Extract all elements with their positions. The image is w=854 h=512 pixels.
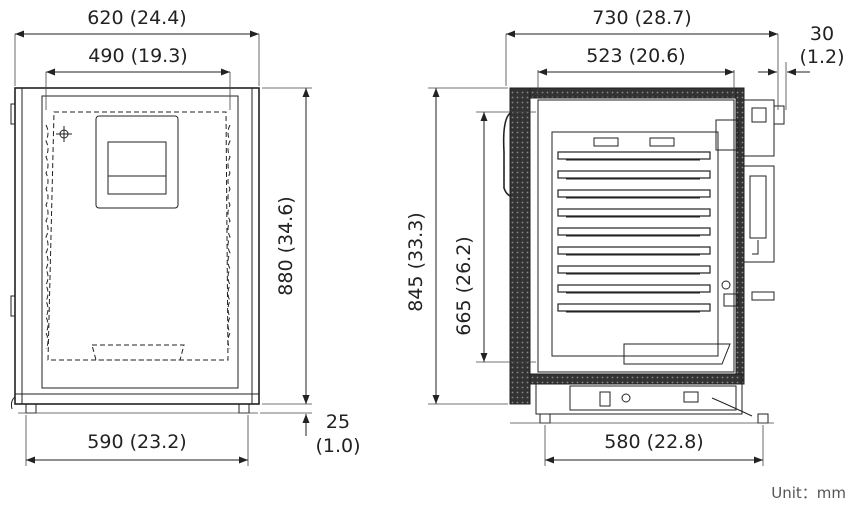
rear-duct [743,165,775,263]
inner-chamber-outline [47,111,229,361]
side-door-hatched [509,87,531,405]
dim-foot-height-mm: 25 [326,411,350,433]
dim-side-handle-in: (1.2) [799,46,844,68]
dim-front-inner-width: 490 (19.3) [88,45,187,67]
side-foot-rear [757,413,769,424]
dim-front-width: 620 (24.4) [87,7,186,29]
front-foot-right [238,403,250,414]
dim-side-base-depth: 580 (22.8) [604,431,703,453]
unit-label: Unit：mm [771,484,846,502]
front-cabinet-outline [14,87,260,405]
door-handle [502,111,513,197]
dim-foot-height-in: (1.0) [315,435,360,457]
dim-side-body-height: 845 (33.3) [405,212,427,311]
side-inner-chamber [537,99,735,373]
front-view: 620 (24.4) 490 (19.3) 880 (34.6) 25 (1.0… [10,7,361,466]
rear-connector-panel [743,99,775,157]
base-electrical-box [535,383,743,415]
dim-side-handle-mm: 30 [810,23,834,45]
dim-front-base-width: 590 (23.2) [87,431,186,453]
side-view: 730 (28.7) 523 (20.6) 30 (1.2) 845 (33.3… [405,7,845,466]
side-foot-front [539,413,551,424]
front-foot-left [25,403,37,414]
water-tray [623,343,731,365]
dim-side-inner-depth: 523 (20.6) [586,45,685,67]
control-panel [95,115,179,209]
lock-symbol-icon [56,126,72,142]
dim-side-depth: 730 (28.7) [592,7,691,29]
front-door [41,95,239,389]
control-display [107,141,167,195]
dim-side-chamber-height: 665 (26.2) [453,236,475,335]
dim-front-height: 880 (34.6) [275,196,297,295]
shelves [557,151,711,313]
